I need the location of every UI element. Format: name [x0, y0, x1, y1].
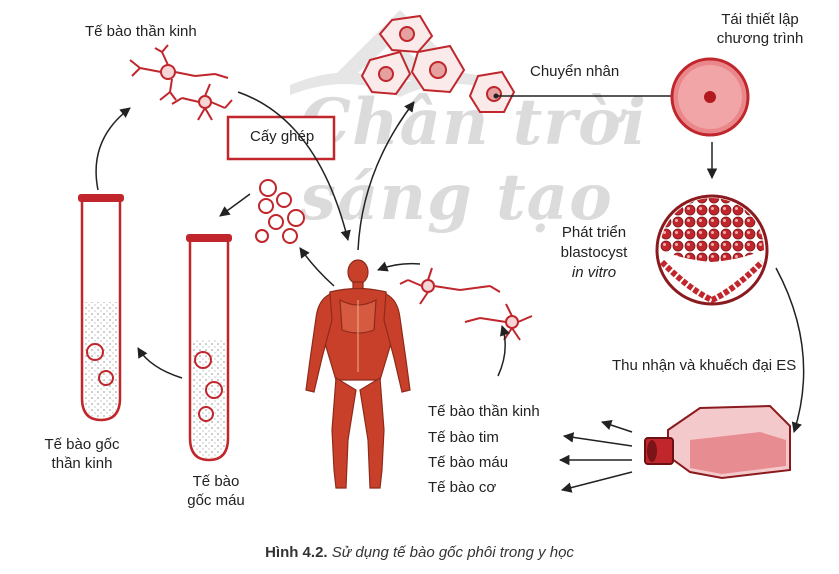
- label-diff-neuron: Tế bào thần kinh: [428, 403, 540, 420]
- somatic-cells-icon: [360, 14, 516, 113]
- watermark-text: Chân trời sáng tạo: [300, 85, 648, 235]
- differentiated-neurons-icon: [399, 267, 533, 341]
- blood-cells-icon: [255, 179, 305, 244]
- label-blood-stem-2: gốc máu: [187, 492, 245, 509]
- blastocyst-icon: [655, 194, 769, 306]
- label-reprogram-1: Tái thiết lập: [721, 11, 799, 28]
- label-transplant: Cấy ghép: [250, 128, 315, 145]
- label-diff-heart: Tế bào tim: [428, 429, 499, 446]
- label-blastocyst-3: in vitro: [571, 264, 617, 281]
- transplant-box: [226, 115, 336, 161]
- label-diff-blood: Tế bào máu: [428, 454, 509, 471]
- label-blastocyst-1: Phát triển: [561, 224, 627, 241]
- culture-flask-icon: [644, 404, 791, 480]
- label-neuron-top: Tế bào thần kinh: [85, 23, 197, 40]
- egg-cell-icon: [670, 57, 750, 137]
- caption-number: Hình 4.2.: [265, 544, 328, 561]
- test-tube-neural: [78, 194, 124, 422]
- label-reprogram-2: chương trình: [716, 30, 804, 47]
- neuron-top-icon: [129, 44, 233, 121]
- label-neural-stem-1: Tế bào gốc: [44, 436, 120, 453]
- caption-text: Sử dụng tế bào gốc phôi trong y học: [331, 544, 574, 561]
- label-diff-muscle: Tế bào cơ: [428, 479, 497, 496]
- label-es-harvest: Thu nhận và khuếch đại ES: [612, 357, 797, 374]
- human-body-icon: [305, 259, 411, 489]
- test-tube-blood: [186, 234, 232, 462]
- figure-caption: Hình 4.2. Sử dụng tế bào gốc phôi trong …: [0, 544, 839, 561]
- label-blood-stem-1: Tế bào: [192, 473, 240, 490]
- label-blastocyst-2: blastocyst: [560, 244, 628, 261]
- label-neural-stem-2: thần kinh: [51, 455, 113, 472]
- label-nuclear-transfer: Chuyển nhân: [530, 63, 620, 80]
- process-arrows: [95, 91, 805, 493]
